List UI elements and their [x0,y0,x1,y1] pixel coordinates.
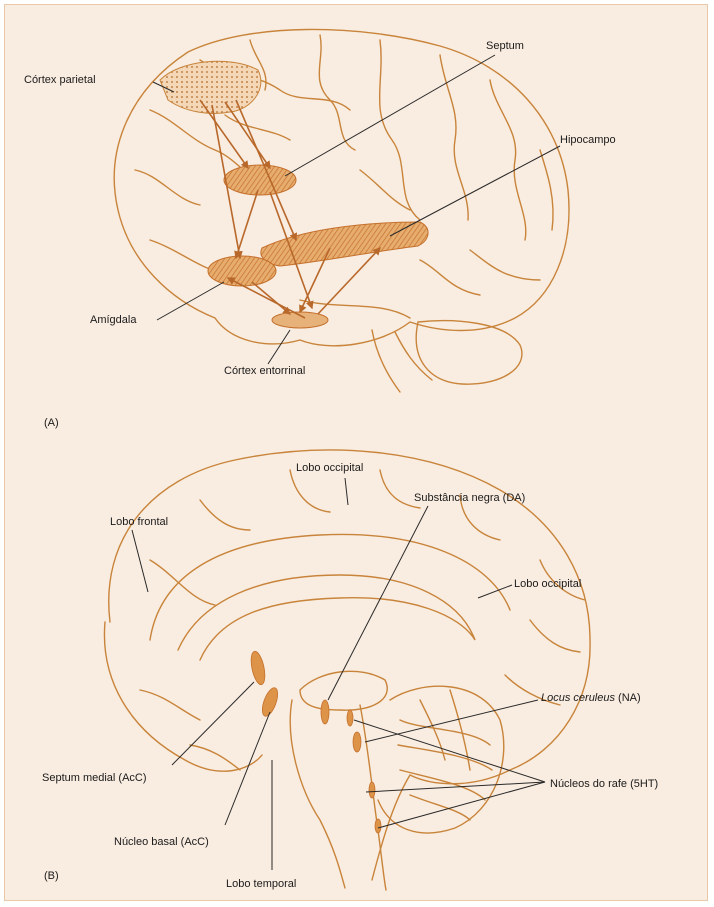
label-septum-medial: Septum medial (AcC) [42,772,147,785]
label-cortex-entorrinal: Córtex entorrinal [224,365,305,378]
corpus-callosum [178,575,475,660]
label-substancia-negra: Substância negra (DA) [414,492,525,505]
panel-a-letter: (A) [44,417,59,430]
label-cortex-parietal: Córtex parietal [24,74,96,87]
label-nucleos-rafe: Núcleos do rafe (5HT) [550,778,658,791]
sagittal-outline [104,450,590,880]
label-locus-ceruleus: Locus ceruleus (NA) [541,692,641,705]
label-lobo-occipital-right: Lobo occipital [514,578,581,591]
projection-arrows [200,100,380,318]
label-lobo-temporal: Lobo temporal [226,878,296,891]
label-septum: Septum [486,40,524,53]
label-amigdala: Amígdala [90,314,136,327]
locus-ceruleus-italic: Locus ceruleus [541,692,615,704]
brainstem [372,330,432,392]
locus-ceruleus-suffix: (NA) [615,692,641,704]
rafe-region-3 [375,819,381,833]
rafe-region-2 [369,782,375,798]
septum-medial-region [249,650,268,686]
substancia-negra-region [321,700,329,724]
amigdala-region [208,256,276,286]
label-lobo-occipital-top: Lobo occipital [296,462,363,475]
label-hipocampo: Hipocampo [560,134,616,147]
panel-b-pointers [132,478,545,870]
label-lobo-frontal: Lobo frontal [110,516,168,529]
cortex-entorrinal-region [272,312,328,328]
cortex-parietal-region [160,61,261,113]
panel-b-regions [249,650,381,833]
cingulate [150,534,510,640]
thalamus [300,671,387,710]
rafe-region-1 [347,710,353,726]
label-nucleo-basal: Núcleo basal (AcC) [114,836,209,849]
panel-b-letter: (B) [44,870,59,883]
septum-region [224,165,296,195]
locus-ceruleus-region [353,732,361,752]
brain-sagittal-view [104,450,590,890]
